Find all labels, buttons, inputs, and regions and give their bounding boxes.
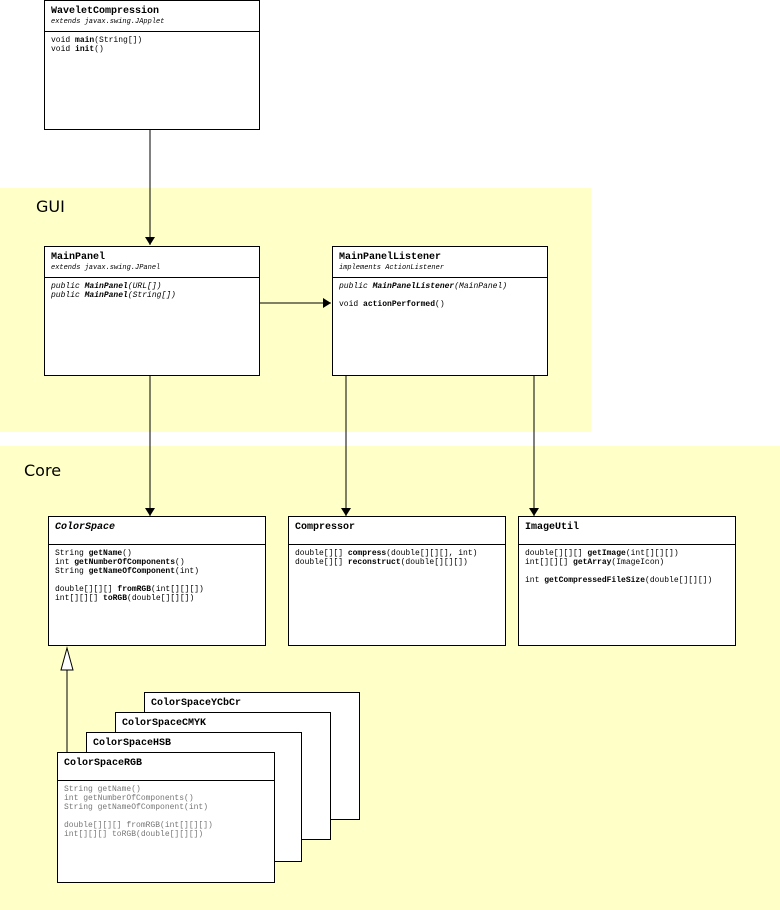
method-line: void init() (51, 45, 104, 54)
method-line: int getCompressedFileSize(double[][][]) (525, 576, 713, 585)
class-implements: implements ActionListener (339, 264, 445, 272)
method-line: int getNumberOfComponents() (64, 794, 194, 803)
class-main-panel: MainPanel extends javax.swing.JPanel pub… (44, 246, 260, 376)
class-header: ColorSpaceRGB (58, 753, 274, 781)
class-methods: double[][] compress(double[][][], int) d… (289, 545, 505, 571)
class-compressor: Compressor double[][] compress(double[][… (288, 516, 506, 646)
method-line: int[][][] toRGB(double[][][]) (55, 594, 195, 603)
class-header: Compressor (289, 517, 505, 545)
class-header: WaveletCompression extends javax.swing.J… (45, 1, 259, 32)
class-header: MainPanel extends javax.swing.JPanel (45, 247, 259, 278)
class-methods: String getName() int getNumberOfComponen… (49, 545, 265, 607)
method-line: String getName() (55, 549, 132, 558)
class-name: ColorSpaceRGB (64, 758, 143, 769)
class-image-util: ImageUtil double[][][] getImage(int[][][… (518, 516, 736, 646)
class-main-panel-listener: MainPanelListener implements ActionListe… (332, 246, 548, 376)
class-name: ColorSpaceHSB (93, 738, 172, 749)
method-line (55, 576, 259, 585)
method-line: double[][] reconstruct(double[][][]) (295, 558, 468, 567)
class-header: ColorSpace (49, 517, 265, 545)
class-header: MainPanelListener implements ActionListe… (333, 247, 547, 278)
method-line: int[][][] getArray(ImageIcon) (525, 558, 665, 567)
class-color-space: ColorSpace String getName() int getNumbe… (48, 516, 266, 646)
class-extends: extends javax.swing.JApplet (51, 18, 165, 26)
core-region-label: Core (24, 461, 62, 480)
method-line: double[][][] fromRGB(int[][][]) (64, 821, 213, 830)
class-name: ColorSpaceYCbCr (151, 698, 242, 709)
gui-region-label: GUI (36, 197, 65, 216)
class-name: Compressor (295, 522, 356, 533)
class-header: ColorSpaceHSB (87, 733, 301, 754)
class-name: ColorSpaceCMYK (122, 718, 207, 729)
method-line: public MainPanel(String[]) (51, 291, 176, 300)
class-extends: extends javax.swing.JPanel (51, 264, 161, 272)
method-line: String getNameOfComponent(int) (64, 803, 209, 812)
method-line (64, 812, 268, 821)
class-methods: void main(String[]) void init() (45, 32, 259, 58)
class-header: ImageUtil (519, 517, 735, 545)
method-line: String getNameOfComponent(int) (55, 567, 200, 576)
class-wavelet-compression: WaveletCompression extends javax.swing.J… (44, 0, 260, 130)
class-header: ColorSpaceYCbCr (145, 693, 359, 714)
class-color-space-rgb: ColorSpaceRGB String getName() int getNu… (57, 752, 275, 883)
method-line: int[][][] toRGB(double[][][]) (64, 830, 204, 839)
class-name: ColorSpace (55, 522, 116, 533)
method-line: double[][][] fromRGB(int[][][]) (55, 585, 204, 594)
method-line: double[][][] getImage(int[][][]) (525, 549, 679, 558)
class-header: ColorSpaceCMYK (116, 713, 330, 734)
method-line: void actionPerformed() (339, 300, 445, 309)
method-line: public MainPanelListener(MainPanel) (339, 282, 508, 291)
class-name: MainPanel (51, 252, 106, 263)
class-methods: String getName() int getNumberOfComponen… (58, 781, 274, 843)
class-methods: double[][][] getImage(int[][][]) int[][]… (519, 545, 735, 589)
method-line: public MainPanel(URL[]) (51, 282, 162, 291)
method-line: int getNumberOfComponents() (55, 558, 185, 567)
inheritance-triangle (60, 646, 74, 671)
class-methods: public MainPanel(URL[]) public MainPanel… (45, 278, 259, 304)
method-line: double[][] compress(double[][][], int) (295, 549, 478, 558)
method-line (525, 567, 729, 576)
method-line (339, 291, 541, 300)
method-line: String getName() (64, 785, 141, 794)
class-name: WaveletCompression (51, 6, 160, 17)
class-name: MainPanelListener (339, 252, 442, 263)
class-methods: public MainPanelListener(MainPanel) void… (333, 278, 547, 313)
method-line: void main(String[]) (51, 36, 143, 45)
class-name: ImageUtil (525, 522, 580, 533)
